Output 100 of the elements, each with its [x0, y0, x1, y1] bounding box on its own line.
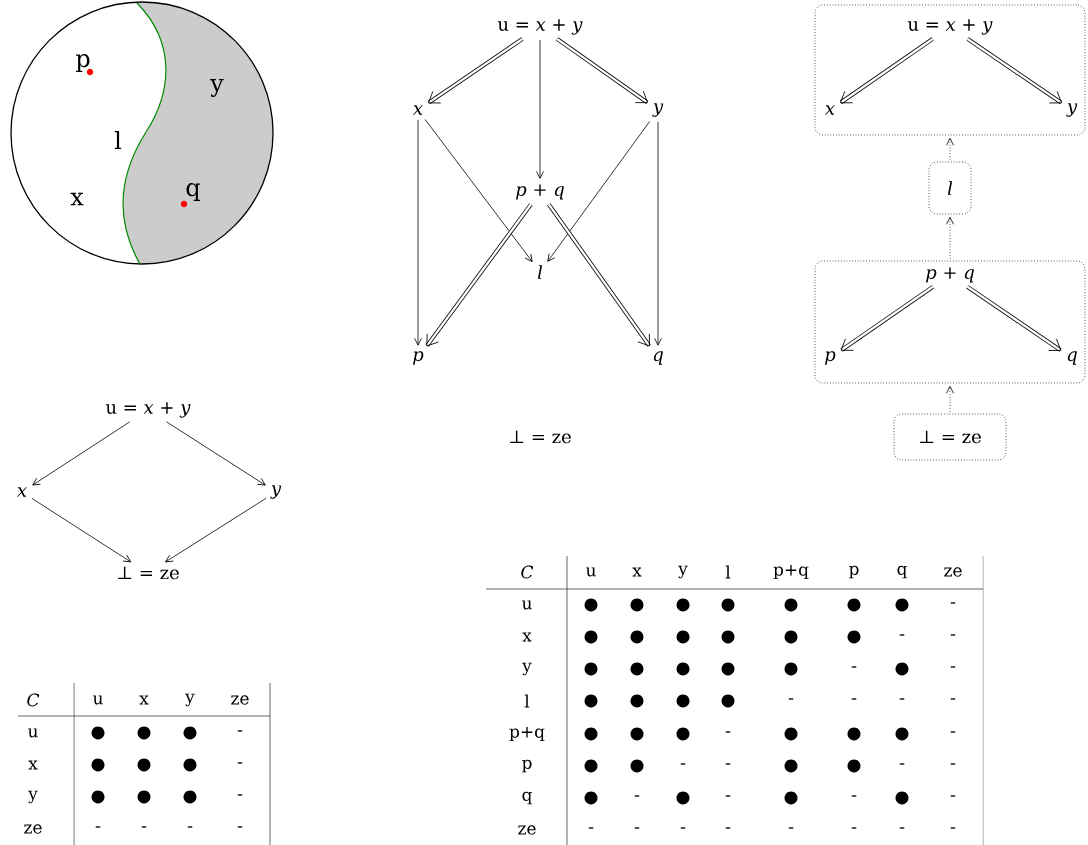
math-label: y — [1066, 103, 1078, 117]
table-entry: ● — [895, 727, 909, 741]
table-entry: ● — [630, 630, 644, 644]
math-label: x — [413, 105, 423, 115]
arrow — [165, 497, 267, 563]
math-label: u = x + y — [497, 19, 583, 35]
table-entry: ● — [676, 662, 690, 676]
dotted-box: ⊥ = ze — [893, 413, 1007, 461]
row-heading: u — [28, 728, 38, 738]
table-entry: ● — [676, 630, 690, 644]
table-entry: ● — [784, 759, 798, 773]
table-entry: ● — [895, 598, 909, 612]
table-entry: ● — [630, 694, 644, 708]
table-entry: ● — [784, 662, 798, 676]
math-label: l — [537, 265, 543, 279]
table-entry: ● — [721, 630, 735, 644]
table-entry: - — [851, 666, 857, 668]
table-entry: - — [725, 827, 731, 829]
table-entry: - — [634, 827, 640, 829]
table-entry: ● — [137, 726, 151, 740]
table-entry: - — [237, 762, 243, 764]
table-entry: - — [680, 827, 686, 829]
table-entry: ● — [137, 758, 151, 772]
column-heading: l — [725, 565, 731, 579]
table-entry: ● — [895, 662, 909, 676]
dotted-box: l — [928, 161, 972, 215]
table-entry: - — [899, 634, 905, 636]
row-heading: ze — [518, 825, 536, 835]
math-label: q — [653, 351, 663, 365]
table-entry: - — [634, 795, 640, 797]
column-heading: p — [849, 565, 859, 579]
region-label: p — [76, 54, 90, 72]
arrow — [166, 421, 266, 486]
region-label: x — [70, 192, 84, 206]
math-label: u = x + y — [907, 19, 993, 35]
table-entry: ● — [630, 727, 644, 741]
table-entry: ● — [137, 790, 151, 804]
arrow — [536, 39, 544, 179]
arrow — [547, 121, 651, 262]
table-entry: - — [950, 763, 956, 765]
table-entry: - — [851, 795, 857, 797]
column-heading: x — [139, 695, 149, 705]
column-heading: ze — [231, 695, 249, 705]
math-label: p + q — [516, 184, 564, 200]
table-entry: ● — [721, 598, 735, 612]
table-entry: - — [680, 763, 686, 765]
table-entry: - — [950, 698, 956, 700]
table-entry: ● — [895, 791, 909, 805]
arrow — [424, 119, 533, 262]
math-label: x — [825, 105, 835, 115]
dotted-arrow — [946, 137, 954, 160]
column-heading: y — [185, 693, 195, 707]
table-entry: - — [950, 666, 956, 668]
table-entry: ● — [784, 791, 798, 805]
arrow — [654, 121, 662, 346]
table-entry: ● — [91, 726, 105, 740]
column-heading: x — [632, 567, 642, 577]
table-entry: - — [950, 634, 956, 636]
row-heading: p — [522, 759, 532, 773]
column-heading: p+q — [773, 564, 809, 580]
double-arrow — [966, 285, 1062, 352]
row-heading: q — [522, 791, 532, 805]
table-entry: ● — [721, 662, 735, 676]
table-entry: - — [788, 827, 794, 829]
table-entry: - — [788, 698, 794, 700]
column-heading: u — [93, 695, 103, 705]
dotted-arrow — [946, 385, 954, 412]
table-entry: ● — [847, 598, 861, 612]
table-entry: ● — [630, 662, 644, 676]
column-heading: y — [678, 565, 688, 579]
row-heading: l — [524, 694, 530, 708]
region-label: q — [186, 183, 200, 201]
table-entry: ● — [584, 662, 598, 676]
table-entry: ● — [630, 598, 644, 612]
math-label: p — [413, 351, 424, 365]
table-entry: ● — [183, 726, 197, 740]
table-entry: - — [725, 763, 731, 765]
math-label: y — [652, 103, 664, 117]
table-entry: - — [588, 827, 594, 829]
table-entry: - — [141, 826, 147, 828]
table-entry: ● — [676, 727, 690, 741]
row-heading: x — [28, 760, 38, 770]
table-entry: - — [725, 731, 731, 733]
table-entry: ● — [847, 630, 861, 644]
double-arrow — [839, 37, 934, 105]
table-entry: - — [851, 827, 857, 829]
table-entry: ● — [584, 694, 598, 708]
double-arrow — [555, 37, 649, 105]
table-entry: - — [187, 826, 193, 828]
table-entry: - — [899, 763, 905, 765]
region-label: l — [114, 130, 122, 150]
table-entry: ● — [183, 758, 197, 772]
dotted-group-box — [814, 4, 1086, 136]
table-entry: ● — [91, 758, 105, 772]
math-label: x — [17, 487, 27, 497]
table-entry: ● — [784, 727, 798, 741]
table-entry: - — [899, 827, 905, 829]
table-entry: ● — [847, 759, 861, 773]
math-label: p + q — [926, 267, 974, 283]
table-entry: ● — [784, 598, 798, 612]
